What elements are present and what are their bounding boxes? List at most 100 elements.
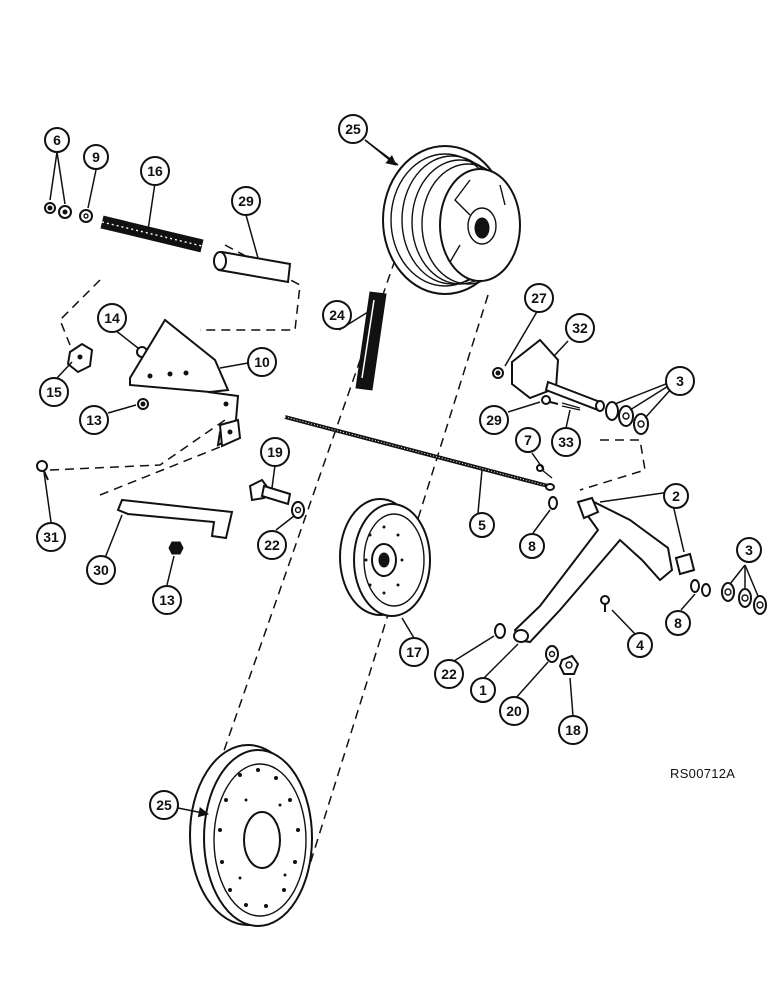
bushing-2-lower <box>674 552 696 576</box>
svg-text:22: 22 <box>441 666 457 682</box>
svg-text:25: 25 <box>345 121 361 137</box>
callout-30: 30 <box>86 555 116 585</box>
svg-text:7: 7 <box>524 432 532 448</box>
svg-text:16: 16 <box>147 163 163 179</box>
callout-24: 25 <box>338 114 368 144</box>
callout-7: 7 <box>515 427 541 453</box>
svg-text:33: 33 <box>558 434 574 450</box>
svg-text:10: 10 <box>254 354 270 370</box>
svg-text:9: 9 <box>92 149 100 165</box>
screw-4 <box>600 595 610 612</box>
arrow-24 <box>364 139 397 166</box>
callout-20: 20 <box>499 696 529 726</box>
svg-text:31: 31 <box>43 529 59 545</box>
belt-22 <box>355 291 387 391</box>
callout-8-center: 8 <box>519 533 545 559</box>
tube-29 <box>213 250 292 284</box>
callout-25: 25 <box>149 790 179 820</box>
callout-22: 24 <box>322 300 352 330</box>
washer-8-center <box>548 496 558 510</box>
washer-27 <box>492 367 504 379</box>
svg-text:1: 1 <box>479 682 487 698</box>
plate-30 <box>116 498 234 540</box>
svg-text:8: 8 <box>674 615 682 631</box>
nut-13-lower <box>168 541 184 555</box>
callout-10: 10 <box>247 347 277 377</box>
callout-13-upper: 13 <box>79 405 109 435</box>
callout-2: 2 <box>663 483 689 509</box>
svg-text:24: 24 <box>329 307 345 323</box>
washers-8-right <box>690 579 711 597</box>
callout-31: 31 <box>36 522 66 552</box>
screw-29-right <box>541 395 559 405</box>
svg-text:15: 15 <box>46 384 62 400</box>
svg-text:13: 13 <box>159 592 175 608</box>
callout-15: 15 <box>39 377 69 407</box>
svg-text:30: 30 <box>93 562 109 578</box>
callout-29-right: 29 <box>479 405 509 435</box>
svg-text:6: 6 <box>53 132 61 148</box>
washer-20 <box>545 645 559 663</box>
svg-text:14: 14 <box>104 310 120 326</box>
svg-text:29: 29 <box>238 193 254 209</box>
washer-21-right <box>494 623 506 639</box>
spring-16 <box>100 215 204 253</box>
washer-21-left <box>291 501 305 519</box>
callout-14: 14 <box>97 303 127 333</box>
callout-5: 5 <box>469 512 495 538</box>
callout-16: 16 <box>140 156 170 186</box>
idler-pulley-17 <box>339 498 431 617</box>
svg-text:32: 32 <box>572 320 588 336</box>
svg-text:3: 3 <box>676 373 684 389</box>
nut-18 <box>558 654 580 675</box>
washers-3-right <box>721 582 767 615</box>
callout-3-right: 3 <box>736 537 762 563</box>
arrow-25 <box>177 806 210 818</box>
svg-text:17: 17 <box>406 644 422 660</box>
bushing-2-upper <box>576 496 600 520</box>
block-15 <box>66 342 94 374</box>
svg-text:2: 2 <box>672 488 680 504</box>
callout-17: 17 <box>399 637 429 667</box>
pulley-25 <box>189 744 313 927</box>
callout-32: 32 <box>565 313 595 343</box>
svg-text:19: 19 <box>267 444 283 460</box>
svg-text:29: 29 <box>486 412 502 428</box>
svg-text:5: 5 <box>478 517 486 533</box>
bolt-31 <box>36 460 49 481</box>
pin-7 <box>536 464 553 479</box>
svg-text:25: 25 <box>156 797 172 813</box>
callout-8-right: 8 <box>665 610 691 636</box>
washer-nut-6-9 <box>44 202 93 223</box>
callout-21-left: 22 <box>257 530 287 560</box>
svg-text:27: 27 <box>531 290 547 306</box>
callout-3-upper: 3 <box>665 366 695 396</box>
bracket-32 <box>511 338 605 412</box>
nut-13-upper <box>137 398 149 410</box>
washers-3-upper <box>605 401 649 435</box>
svg-text:20: 20 <box>506 703 522 719</box>
callout-18: 18 <box>558 715 588 745</box>
callout-9: 9 <box>83 144 109 170</box>
callout-27: 27 <box>524 283 554 313</box>
svg-text:13: 13 <box>86 412 102 428</box>
callout-29-left: 29 <box>231 186 261 216</box>
callout-21-right: 22 <box>434 659 464 689</box>
svg-text:4: 4 <box>636 637 644 653</box>
callout-19: 19 <box>260 437 290 467</box>
bolt-19 <box>248 478 292 506</box>
rod-5 <box>284 415 555 491</box>
arm-assembly <box>513 498 674 644</box>
svg-text:8: 8 <box>528 538 536 554</box>
bracket-10 <box>129 318 242 448</box>
svg-text:3: 3 <box>745 542 753 558</box>
callout-13-lower: 13 <box>152 585 182 615</box>
callout-1: 1 <box>470 677 496 703</box>
callout-6: 6 <box>44 127 70 153</box>
pulley-24 <box>382 145 521 295</box>
cotter-33 <box>561 402 581 411</box>
svg-text:18: 18 <box>565 722 581 738</box>
callout-33: 33 <box>551 427 581 457</box>
